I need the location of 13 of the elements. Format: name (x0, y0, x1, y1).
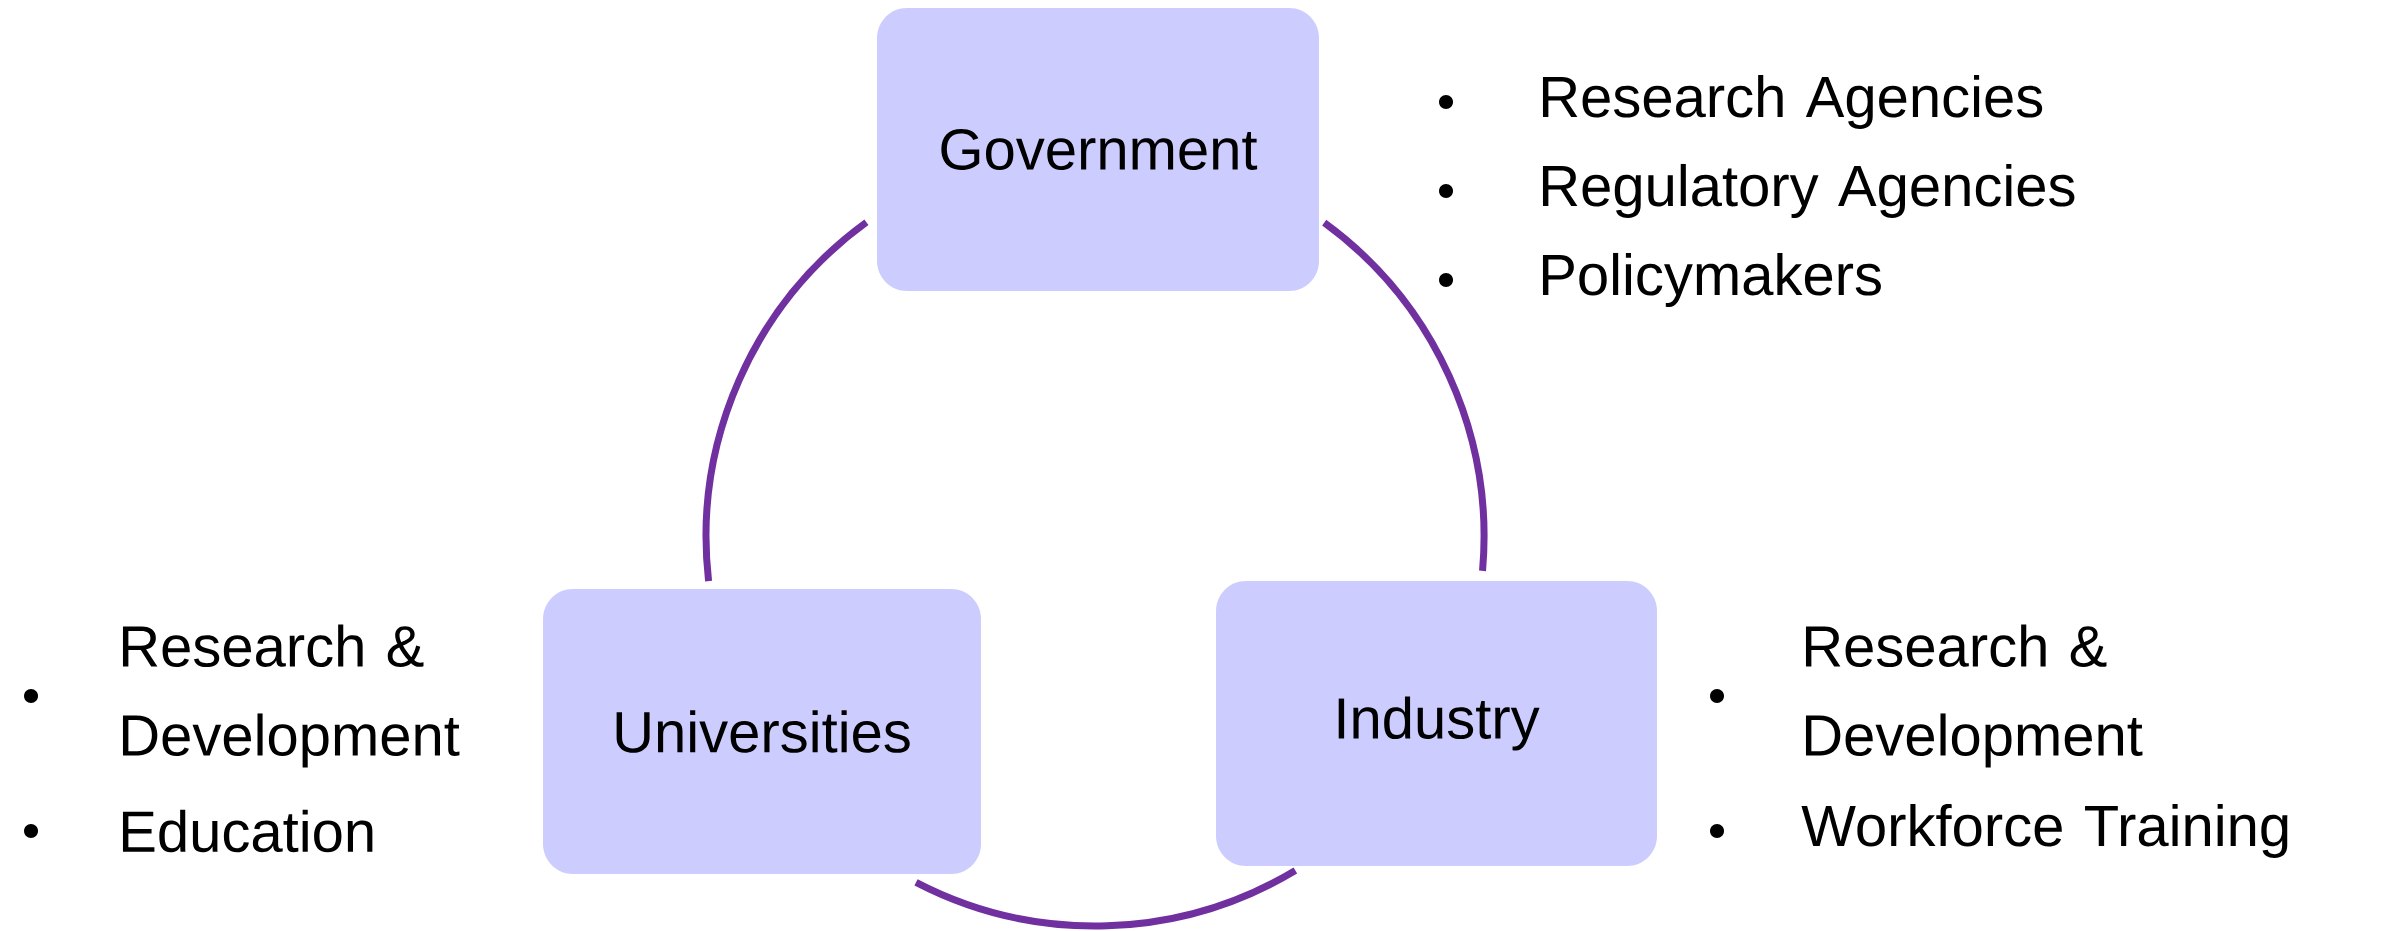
list-item: Workforce Training (1801, 803, 2288, 858)
rounded-box: Government (877, 8, 1319, 291)
arc-connector (914, 867, 1298, 930)
rounded-box: Industry (1216, 581, 1657, 866)
list-item: Research & Development (1805, 624, 2143, 768)
arc-connector (1322, 219, 1488, 572)
list-item: Policymakers (1542, 252, 1881, 307)
list-item: Education (122, 809, 373, 853)
list-item: Research & Development (122, 624, 460, 768)
arc-connector (702, 219, 869, 582)
rounded-box: Universities (543, 589, 981, 874)
list-item: Regulatory Agencies (1542, 163, 2075, 218)
list-item: Research Agencies (1542, 74, 2043, 129)
